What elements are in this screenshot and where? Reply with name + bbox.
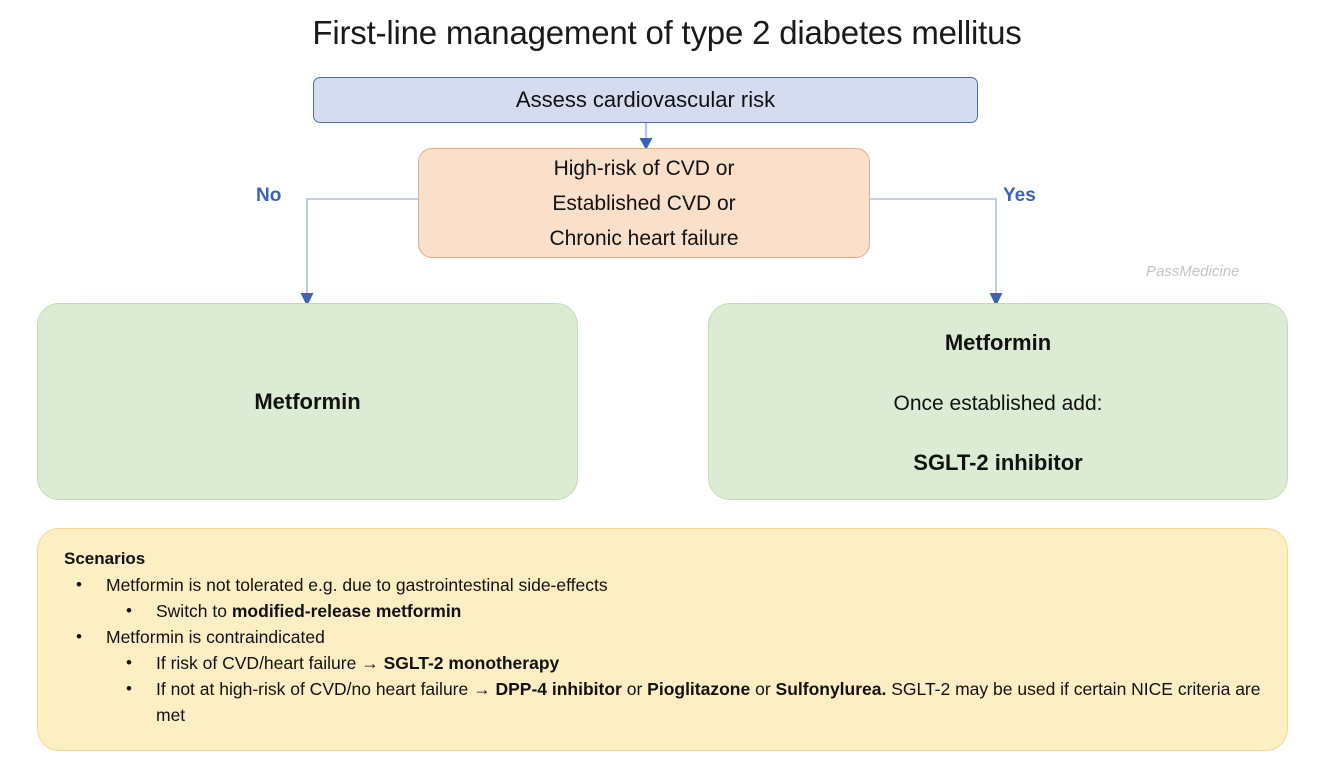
scenario-bullet-text: If not at high-risk of CVD/no heart fail… [156,679,1261,725]
scenario-bullet-text: Switch to modified-release metformin [156,601,462,621]
scenario-bullet: • Switch to modified-release metformin [64,598,1261,624]
bullet-marker-icon: • [126,601,132,620]
node-metformin-left-label: Metformin [254,388,361,414]
scenarios-bullet-list: • Metformin is not tolerated e.g. due to … [64,572,1261,728]
watermark-passmedicine: PassMedicine [1146,263,1240,280]
node-risk-line-3: Chronic heart failure [549,226,739,250]
scenarios-panel: Scenarios • Metformin is not tolerated e.… [37,528,1288,751]
scenario-bullet: • Metformin is contraindicated [64,624,1261,650]
branch-label-no: No [256,185,282,206]
page-title: First-line management of type 2 diabetes… [312,14,1022,51]
node-assess-cardiovascular-risk: Assess cardiovascular risk [313,77,978,123]
node-metformin-right-subtitle: Once established add: [893,392,1103,415]
bullet-marker-icon: • [126,653,132,672]
node-metformin-no-branch: Metformin [37,303,578,500]
scenario-bullet: • If risk of CVD/heart failure → SGLT-2 m… [64,650,1261,676]
node-metformin-right-title: Metformin [944,330,1052,355]
connector-no-branch [300,198,426,306]
branch-label-yes: Yes [1003,185,1036,206]
node-metformin-right-drug: SGLT-2 inhibitor [913,450,1083,475]
scenarios-heading: Scenarios [64,549,146,568]
bullet-marker-icon: • [126,679,132,698]
node-risk-line-2: Established CVD or [552,191,736,215]
scenario-bullet: • Metformin is not tolerated e.g. due to … [64,572,1261,598]
node-metformin-sglt2-yes-branch: Metformin Once established add: SGLT-2 i… [708,303,1288,500]
connector-yes-branch [866,198,1003,306]
node-risk-line-1: High-risk of CVD or [553,156,735,180]
scenario-bullet: • If not at high-risk of CVD/no heart fai… [64,676,1261,728]
bullet-marker-icon: • [76,627,82,646]
scenario-bullet-text: If risk of CVD/heart failure → SGLT-2 mo… [156,653,560,673]
node-assess-label: Assess cardiovascular risk [515,87,776,112]
node-risk-criteria: High-risk of CVD or Established CVD or C… [418,148,870,258]
scenario-bullet-text: Metformin is contraindicated [106,627,325,647]
scenario-bullet-text: Metformin is not tolerated e.g. due to g… [106,575,608,595]
bullet-marker-icon: • [76,575,82,594]
